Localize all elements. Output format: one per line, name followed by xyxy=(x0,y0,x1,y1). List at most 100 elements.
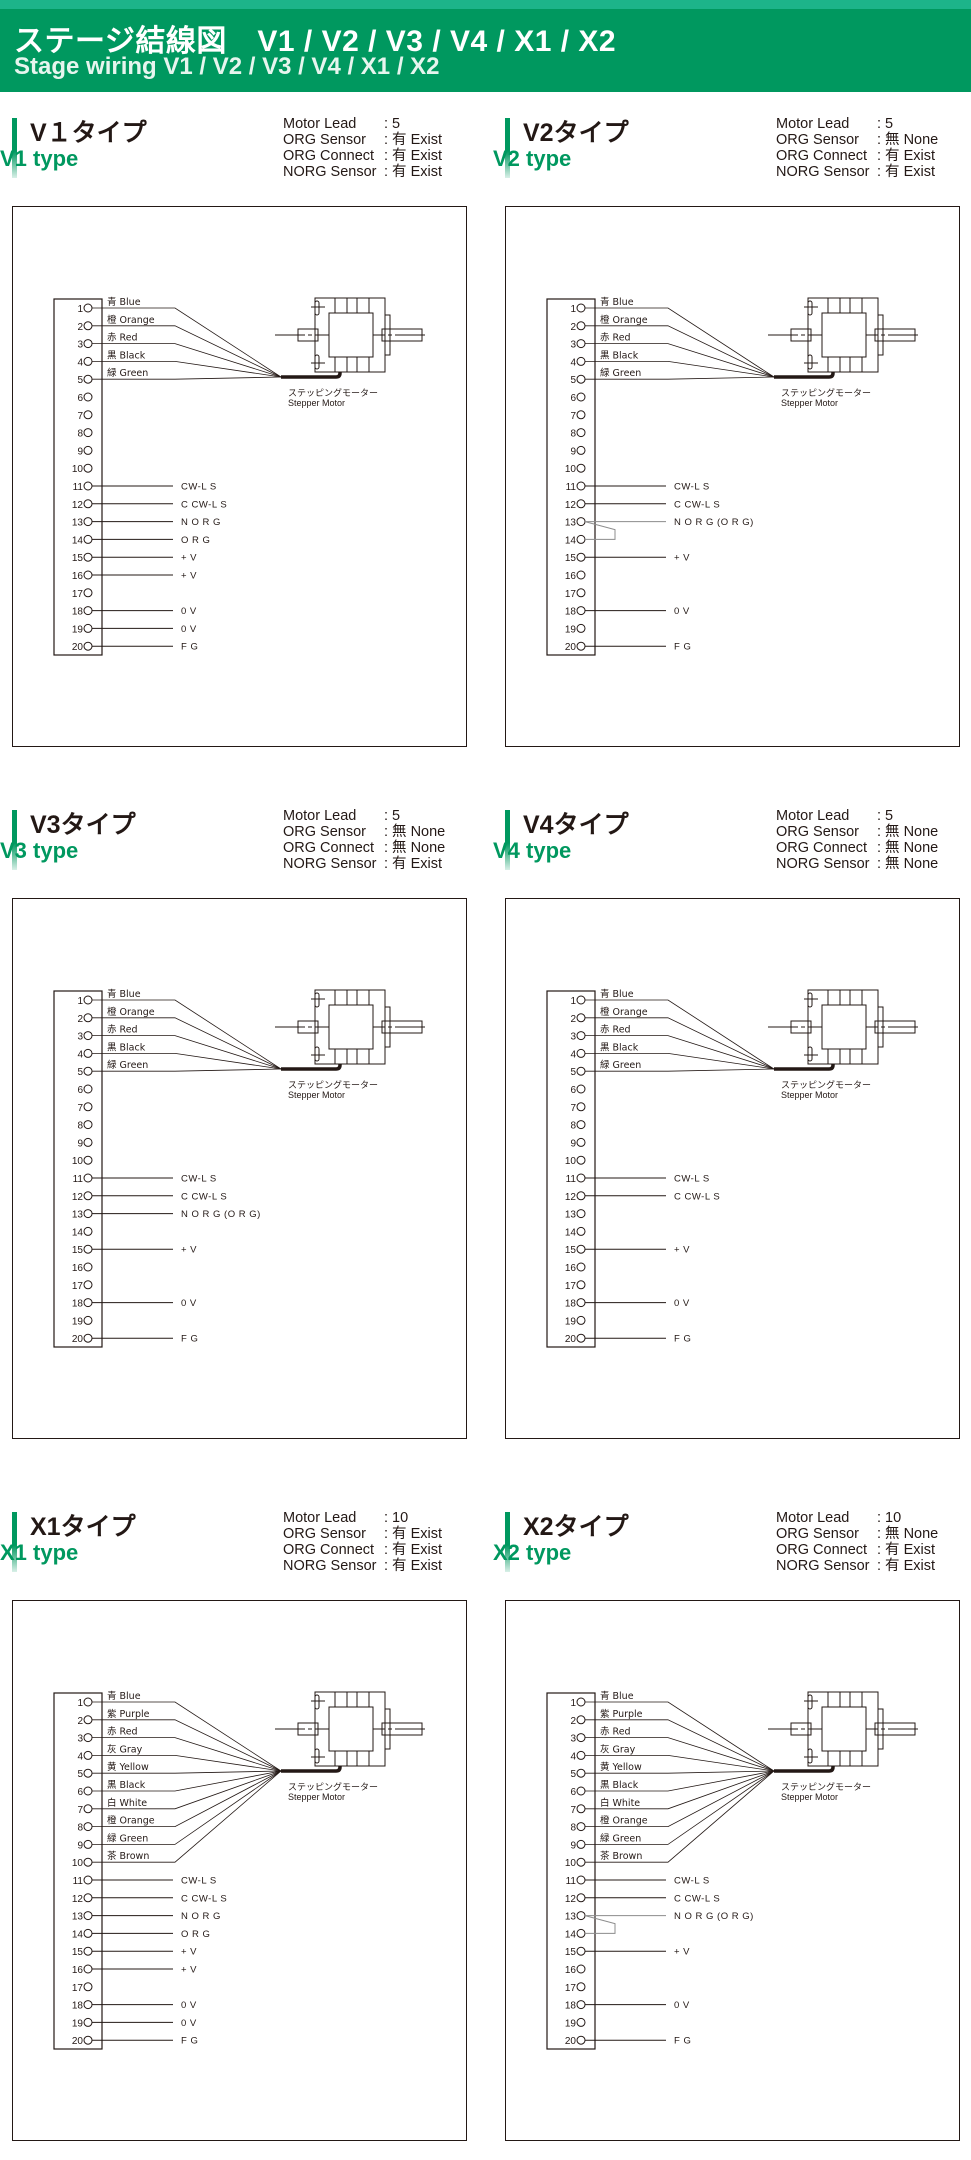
spec-row: ORG Connect: 無 None xyxy=(283,840,445,856)
pin-number: 14 xyxy=(565,535,577,546)
pin-number: 14 xyxy=(72,1929,84,1940)
spec-value: : 無 None xyxy=(384,824,446,840)
pin-terminal-icon xyxy=(576,1191,586,1201)
wiring-diagram: 1234567891011121314151617181920ステッピングモータ… xyxy=(53,296,428,656)
pin-terminal-icon xyxy=(576,552,586,562)
spec-value: : 有 Exist xyxy=(384,1558,443,1574)
pin-number: 18 xyxy=(565,607,577,618)
pin-terminal-icon xyxy=(576,356,586,366)
pin-terminal-icon xyxy=(83,1964,93,1974)
spec-row: NORG Sensor: 有 Exist xyxy=(283,1558,442,1574)
pin-terminal-icon xyxy=(576,1102,586,1112)
section-accent-bar xyxy=(505,810,510,870)
spec-value: : 有 Exist xyxy=(877,1542,936,1558)
spec-key: ORG Connect xyxy=(283,1542,375,1558)
signal-label: C CW-L S xyxy=(181,1191,227,1202)
pin-number: 1 xyxy=(77,304,83,315)
motor-label-en: Stepper Motor xyxy=(288,1792,345,1802)
pin-terminal-icon xyxy=(83,588,93,598)
pin-number: 5 xyxy=(570,375,576,386)
pin-number: 17 xyxy=(72,1281,84,1292)
signal-label: C CW-L S xyxy=(181,1893,227,1904)
spec-value: : 有 Exist xyxy=(877,148,936,164)
pin-terminal-icon xyxy=(576,1084,586,1094)
jumper-13-14 xyxy=(584,521,616,540)
motor-wire xyxy=(92,1770,282,1845)
motor-wire xyxy=(585,1737,775,1772)
pin-number: 7 xyxy=(77,1103,83,1114)
wire-color-label: 黒 Black xyxy=(107,1042,146,1053)
pin-terminal-icon xyxy=(576,1031,586,1041)
motor-wire xyxy=(585,1770,775,1845)
spec-row: Motor Lead: 10 xyxy=(776,1510,938,1526)
signal-label: CW-L S xyxy=(674,1174,710,1185)
pin-terminal-icon xyxy=(576,1697,586,1707)
spec-row: ORG Connect: 無 None xyxy=(776,840,938,856)
pin-terminal-icon xyxy=(576,481,586,491)
spec-value: : 10 xyxy=(384,1510,409,1526)
spec-key: ORG Sensor xyxy=(283,132,366,148)
section-accent-bar xyxy=(505,118,510,178)
wire-color-label: 緑 Green xyxy=(107,1832,148,1844)
pin-number: 5 xyxy=(77,1769,83,1780)
spec-value: : 無 None xyxy=(877,824,939,840)
pin-number: 15 xyxy=(565,1245,577,1256)
pin-number: 15 xyxy=(72,1245,84,1256)
pin-number: 15 xyxy=(72,553,84,564)
pin-number: 8 xyxy=(570,1121,576,1132)
pin-number: 19 xyxy=(72,624,84,635)
section-title-jp: V4タイプ xyxy=(523,811,629,839)
wire-color-label: 緑 Green xyxy=(600,1832,641,1844)
pin-number: 4 xyxy=(77,357,83,368)
pin-terminal-icon xyxy=(83,1102,93,1112)
page-title: ステージ結線図 V1 / V2 / V3 / V4 / X1 / X2 xyxy=(14,25,617,58)
pin-number: 2 xyxy=(77,1716,83,1727)
pin-number: 13 xyxy=(72,518,84,529)
section-title-jp: X2タイプ xyxy=(523,1513,629,1541)
pin-number: 1 xyxy=(77,996,83,1007)
spec-row: Motor Lead: 5 xyxy=(283,808,445,824)
wire-color-label: 赤 Red xyxy=(600,1727,631,1738)
pin-number: 2 xyxy=(77,322,83,333)
pin-terminal-icon xyxy=(576,1768,586,1778)
spec-row: NORG Sensor: 有 Exist xyxy=(776,164,938,180)
pin-number: 7 xyxy=(570,1805,576,1816)
pin-terminal-icon xyxy=(576,1120,586,1130)
spec-key: Motor Lead xyxy=(776,116,850,132)
pin-number: 16 xyxy=(565,1263,577,1274)
connector-block xyxy=(53,1692,103,2050)
pin-terminal-icon xyxy=(83,606,93,616)
pin-number: 16 xyxy=(72,1263,84,1274)
pin-terminal-icon xyxy=(83,1084,93,1094)
pin-number: 12 xyxy=(565,500,577,511)
pin-number: 9 xyxy=(77,446,83,457)
wire-color-label: 緑 Green xyxy=(600,1059,641,1071)
motor-wire xyxy=(92,307,282,378)
stepper-motor-icon xyxy=(768,297,921,373)
pin-terminal-icon xyxy=(576,1173,586,1183)
spec-value: : 10 xyxy=(877,1510,902,1526)
connector-block xyxy=(546,298,596,656)
pin-number: 4 xyxy=(570,1751,576,1762)
spec-row: ORG Connect: 有 Exist xyxy=(776,148,938,164)
pin-number: 11 xyxy=(73,482,84,493)
signal-label: 0 V xyxy=(674,2000,690,2011)
pin-terminal-icon xyxy=(83,1875,93,1885)
spec-key: ORG Connect xyxy=(283,840,375,856)
motor-label-jp: ステッピングモーター xyxy=(288,387,378,399)
pin-number: 11 xyxy=(566,1876,577,1887)
pin-terminal-icon xyxy=(576,1946,586,1956)
pin-terminal-icon xyxy=(83,481,93,491)
pin-terminal-icon xyxy=(83,1244,93,1254)
motor-wire xyxy=(92,1770,282,1828)
spec-row: ORG Sensor: 有 Exist xyxy=(283,1526,442,1542)
motor-wire xyxy=(92,1035,282,1070)
wire-color-label: 黄 Yellow xyxy=(107,1761,149,1773)
